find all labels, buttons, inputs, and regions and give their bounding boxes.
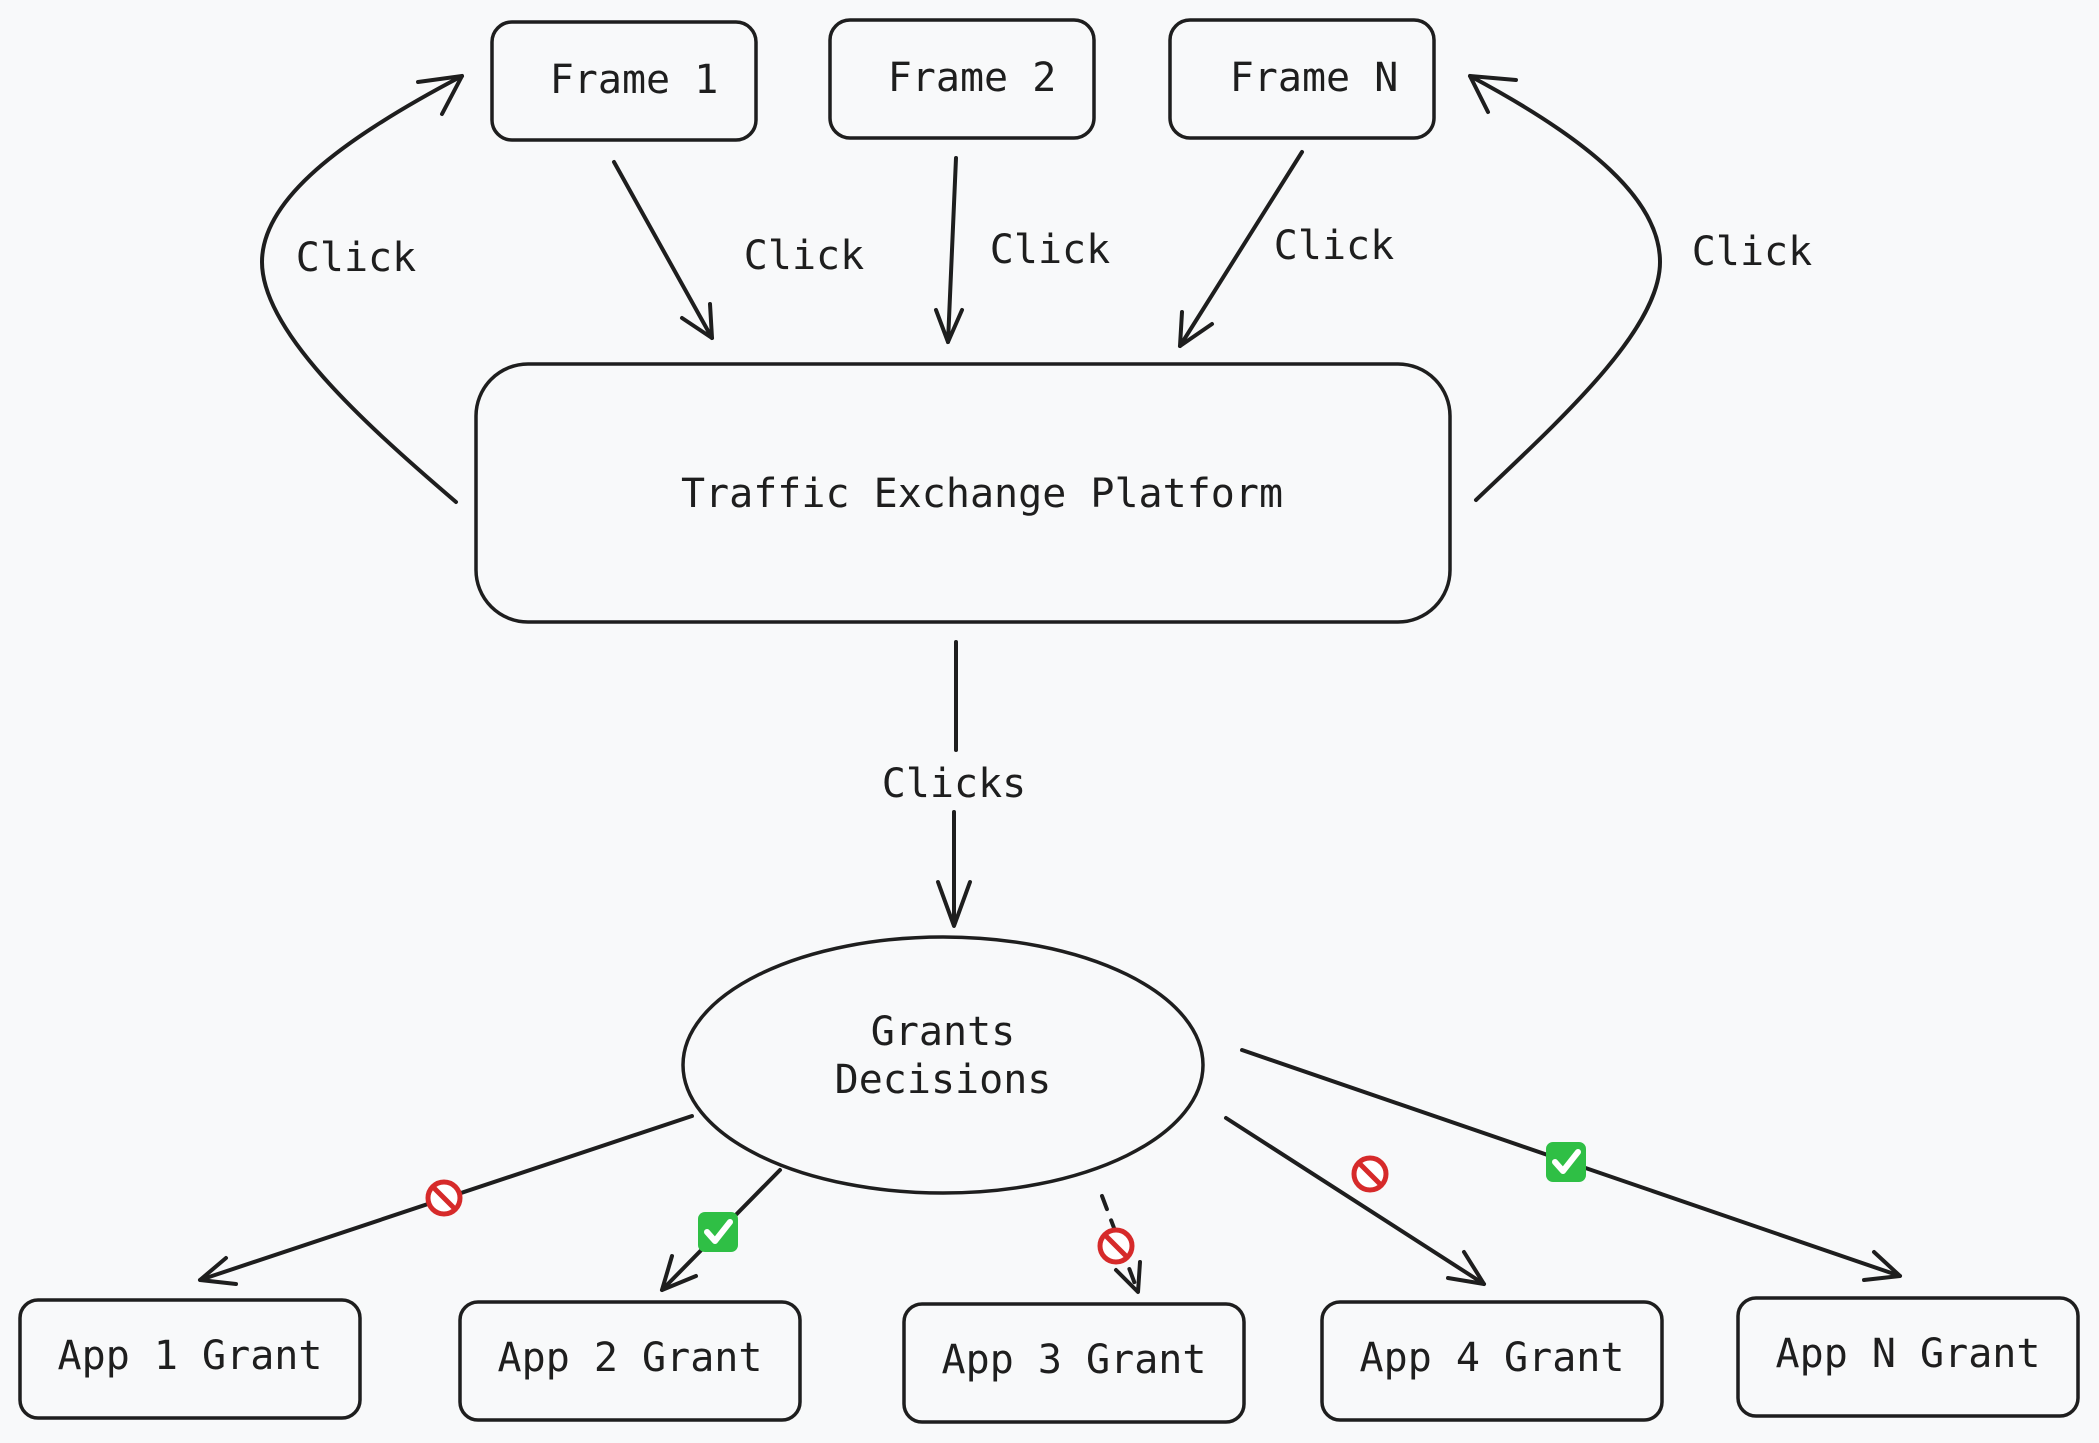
app-4-grant-node: App 4 Grant — [1320, 1300, 1664, 1422]
app-3-grant-label: App 3 Grant — [942, 1337, 1207, 1383]
click-label-1: Click — [296, 235, 416, 281]
click-label-4: Click — [1274, 223, 1394, 269]
frame-n-node: Frame N — [1168, 18, 1436, 140]
prohibited-icon — [1097, 1227, 1135, 1265]
arrow-platform-to-decisions — [936, 640, 972, 928]
app-2-grant-label: App 2 Grant — [498, 1335, 763, 1381]
check-mark-icon — [1546, 1142, 1586, 1182]
arrow-framen-to-platform — [1178, 150, 1304, 348]
arrow-platform-to-framen — [1468, 74, 1662, 502]
clicks-label: Clicks — [882, 761, 1027, 807]
frame-2-label: Frame 2 — [888, 55, 1057, 101]
arrow-frame1-to-platform — [612, 160, 714, 340]
prohibited-icon — [1351, 1155, 1389, 1193]
arrow-decisions-to-app4 — [1224, 1116, 1486, 1286]
app-3-grant-node: App 3 Grant — [902, 1302, 1246, 1424]
app-4-grant-label: App 4 Grant — [1360, 1335, 1625, 1381]
app-n-grant-label: App N Grant — [1776, 1331, 2041, 1377]
click-label-5: Click — [1692, 229, 1812, 275]
arrow-platform-to-frame1 — [260, 74, 464, 504]
platform-node: Traffic Exchange Platform — [474, 362, 1452, 624]
click-label-3: Click — [990, 227, 1110, 273]
grants-decisions-line-1: Grants — [871, 1009, 1016, 1055]
app-1-grant-label: App 1 Grant — [58, 1333, 323, 1379]
click-label-2: Click — [744, 233, 864, 279]
grants-decisions-line-2: Decisions — [835, 1057, 1052, 1103]
frame-n-label: Frame N — [1230, 55, 1399, 101]
app-2-grant-node: App 2 Grant — [458, 1300, 802, 1422]
platform-label: Traffic Exchange Platform — [681, 471, 1283, 517]
prohibited-icon — [425, 1179, 463, 1217]
app-n-grant-node: App N Grant — [1736, 1296, 2080, 1418]
grants-decisions-node: Grants Decisions — [681, 935, 1205, 1195]
arrow-frame2-to-platform — [934, 156, 964, 344]
frame-1-label: Frame 1 — [550, 57, 719, 103]
frame-1-node: Frame 1 — [490, 20, 758, 142]
app-1-grant-node: App 1 Grant — [18, 1298, 362, 1420]
check-mark-icon — [698, 1212, 738, 1252]
frame-2-node: Frame 2 — [828, 18, 1096, 140]
